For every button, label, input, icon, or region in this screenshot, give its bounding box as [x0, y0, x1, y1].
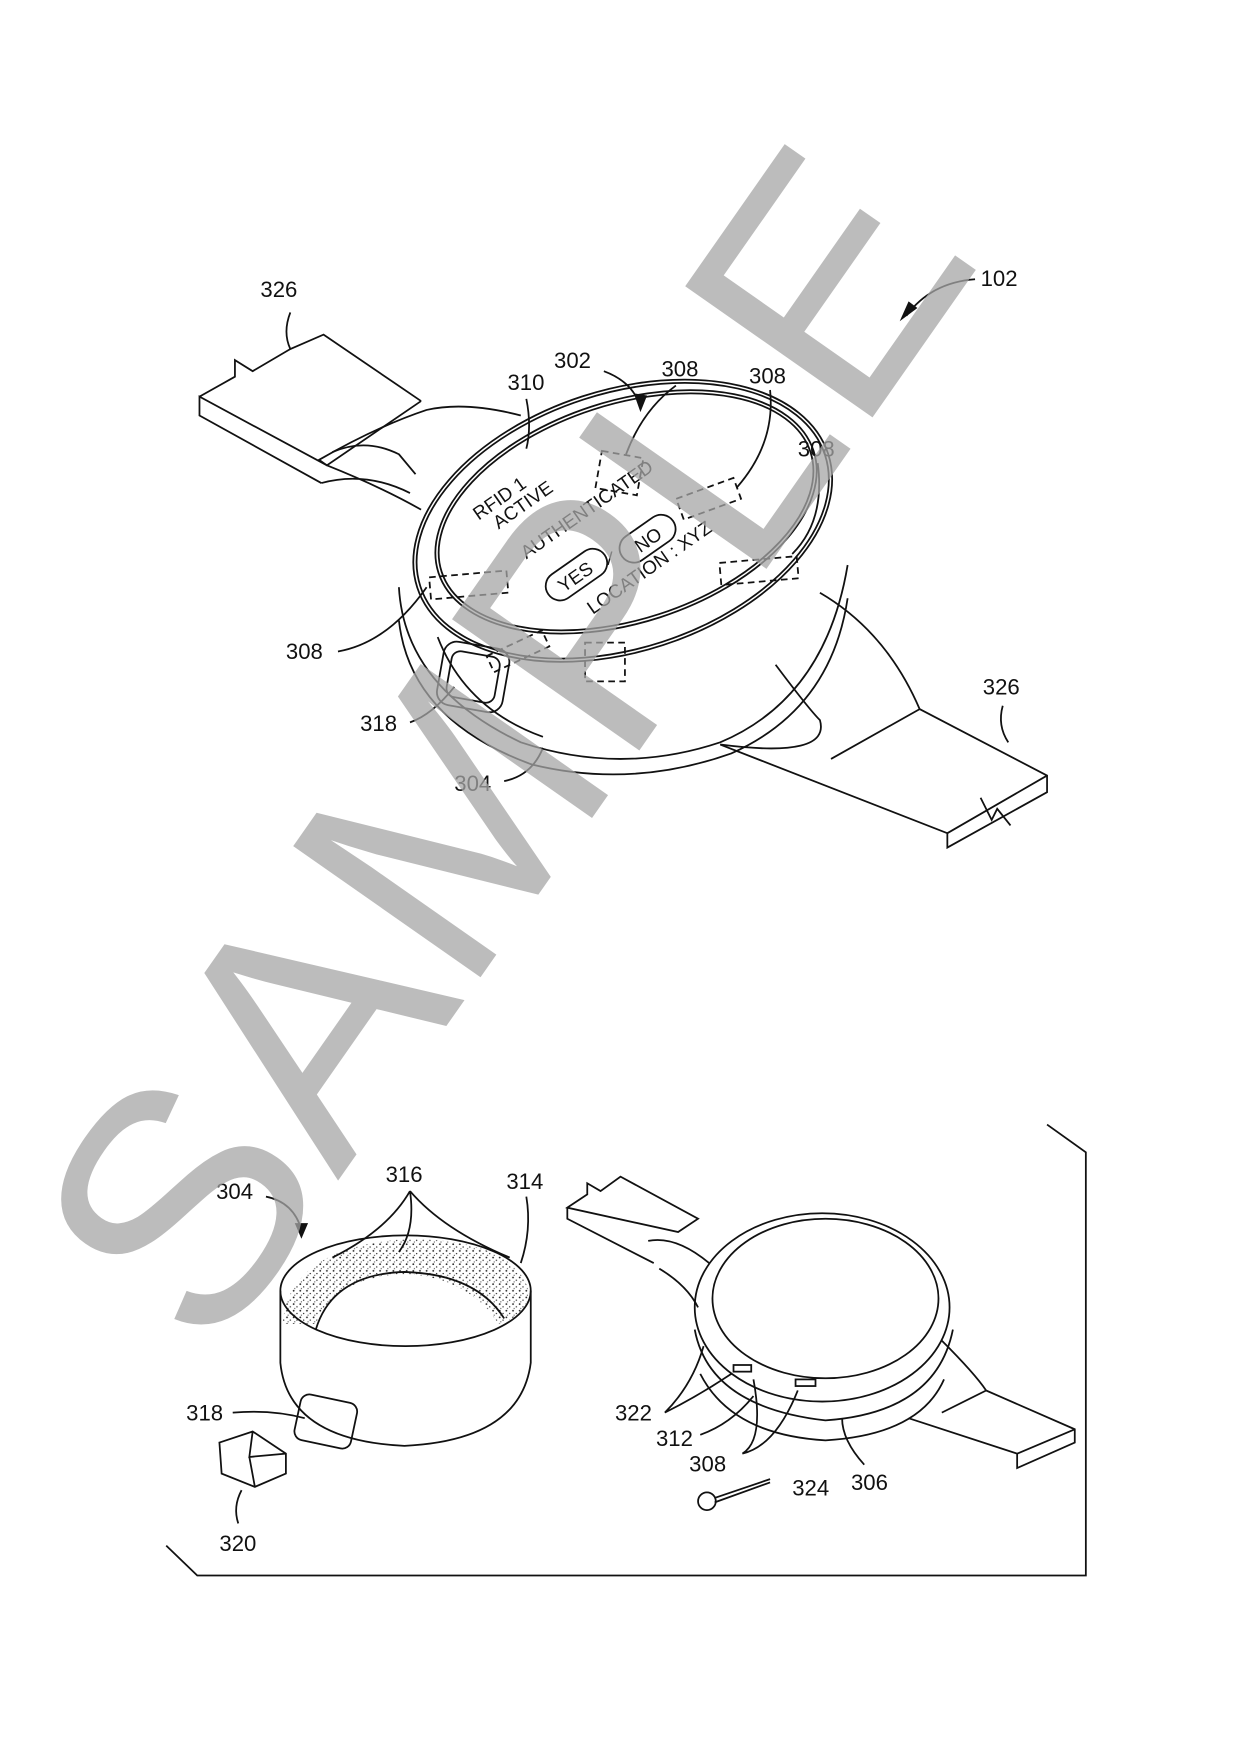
label-314: 314: [506, 1169, 543, 1194]
band-button-window: [293, 1393, 359, 1450]
label-324: 324: [792, 1476, 829, 1501]
label-308-d: 308: [286, 639, 323, 664]
label-326-bottom: 326: [983, 675, 1020, 700]
label-312: 312: [656, 1426, 693, 1451]
pin-head: [698, 1492, 716, 1510]
label-318-bottom: 318: [186, 1400, 223, 1425]
label-306: 306: [851, 1470, 888, 1495]
watch-bottom-view: [567, 1177, 1074, 1510]
label-326-top: 326: [260, 277, 297, 302]
label-320: 320: [219, 1531, 256, 1556]
label-322: 322: [615, 1400, 652, 1425]
label-308-lower: 308: [689, 1451, 726, 1476]
plug-block: [219, 1431, 285, 1486]
sample-watermark: SAMPLE: [0, 86, 1042, 1403]
